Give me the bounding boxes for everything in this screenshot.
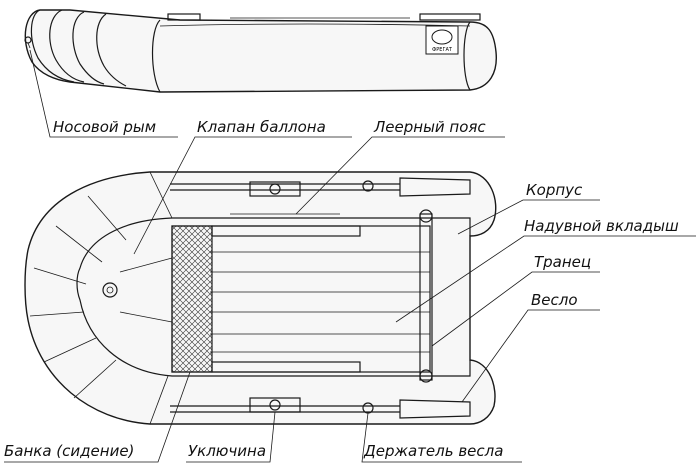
callout-tube-valve: Клапан баллона bbox=[133, 118, 352, 255]
callout-oar: Весло bbox=[461, 291, 600, 403]
brand-badge-text: ФРЕГАТ bbox=[432, 47, 453, 53]
label-oar-holder: Держатель весла bbox=[363, 442, 503, 460]
oar-holder-top bbox=[362, 180, 374, 192]
transom bbox=[419, 209, 433, 383]
callout-inflatable-liner: Надувной вкладыш bbox=[395, 217, 696, 323]
side-view: ФРЕГАТ bbox=[24, 9, 497, 93]
callout-seat: Банка (сидение) bbox=[4, 371, 191, 463]
callout-oar-holder: Держатель весла bbox=[361, 412, 522, 463]
label-hull: Корпус bbox=[526, 181, 583, 199]
label-oar: Весло bbox=[531, 291, 578, 309]
side-oarlock-pad bbox=[167, 13, 201, 21]
label-tube-valve: Клапан баллона bbox=[197, 118, 326, 136]
top-bow-ring bbox=[102, 282, 118, 298]
label-inflatable-liner: Надувной вкладыш bbox=[524, 217, 679, 235]
label-lifeline: Леерный пояс bbox=[373, 118, 486, 136]
label-seat: Банка (сидение) bbox=[4, 442, 134, 460]
side-transom-top bbox=[419, 13, 481, 21]
top-view bbox=[24, 171, 497, 425]
oarlock-top bbox=[249, 181, 301, 197]
side-bow-cone bbox=[30, 9, 75, 83]
callout-bow-ring: Носовой рым bbox=[29, 49, 178, 138]
seat-bottom-strap bbox=[211, 361, 361, 373]
callout-lifeline: Леерный пояс bbox=[295, 118, 505, 215]
seat-top-strap bbox=[211, 225, 361, 237]
label-transom: Транец bbox=[534, 253, 591, 271]
callout-oarlock: Уключина bbox=[186, 411, 276, 463]
label-oarlock: Уключина bbox=[188, 442, 266, 460]
top-inner-edge bbox=[76, 217, 471, 377]
top-hull bbox=[24, 171, 497, 425]
side-lifeline bbox=[159, 23, 471, 27]
oar-top bbox=[170, 177, 471, 197]
bow-segments bbox=[29, 171, 173, 425]
callout-hull: Корпус bbox=[457, 181, 600, 235]
label-bow-ring: Носовой рым bbox=[53, 118, 156, 136]
callout-transom: Транец bbox=[431, 253, 600, 347]
brand-badge: ФРЕГАТ bbox=[425, 25, 459, 55]
seat bbox=[171, 225, 213, 373]
